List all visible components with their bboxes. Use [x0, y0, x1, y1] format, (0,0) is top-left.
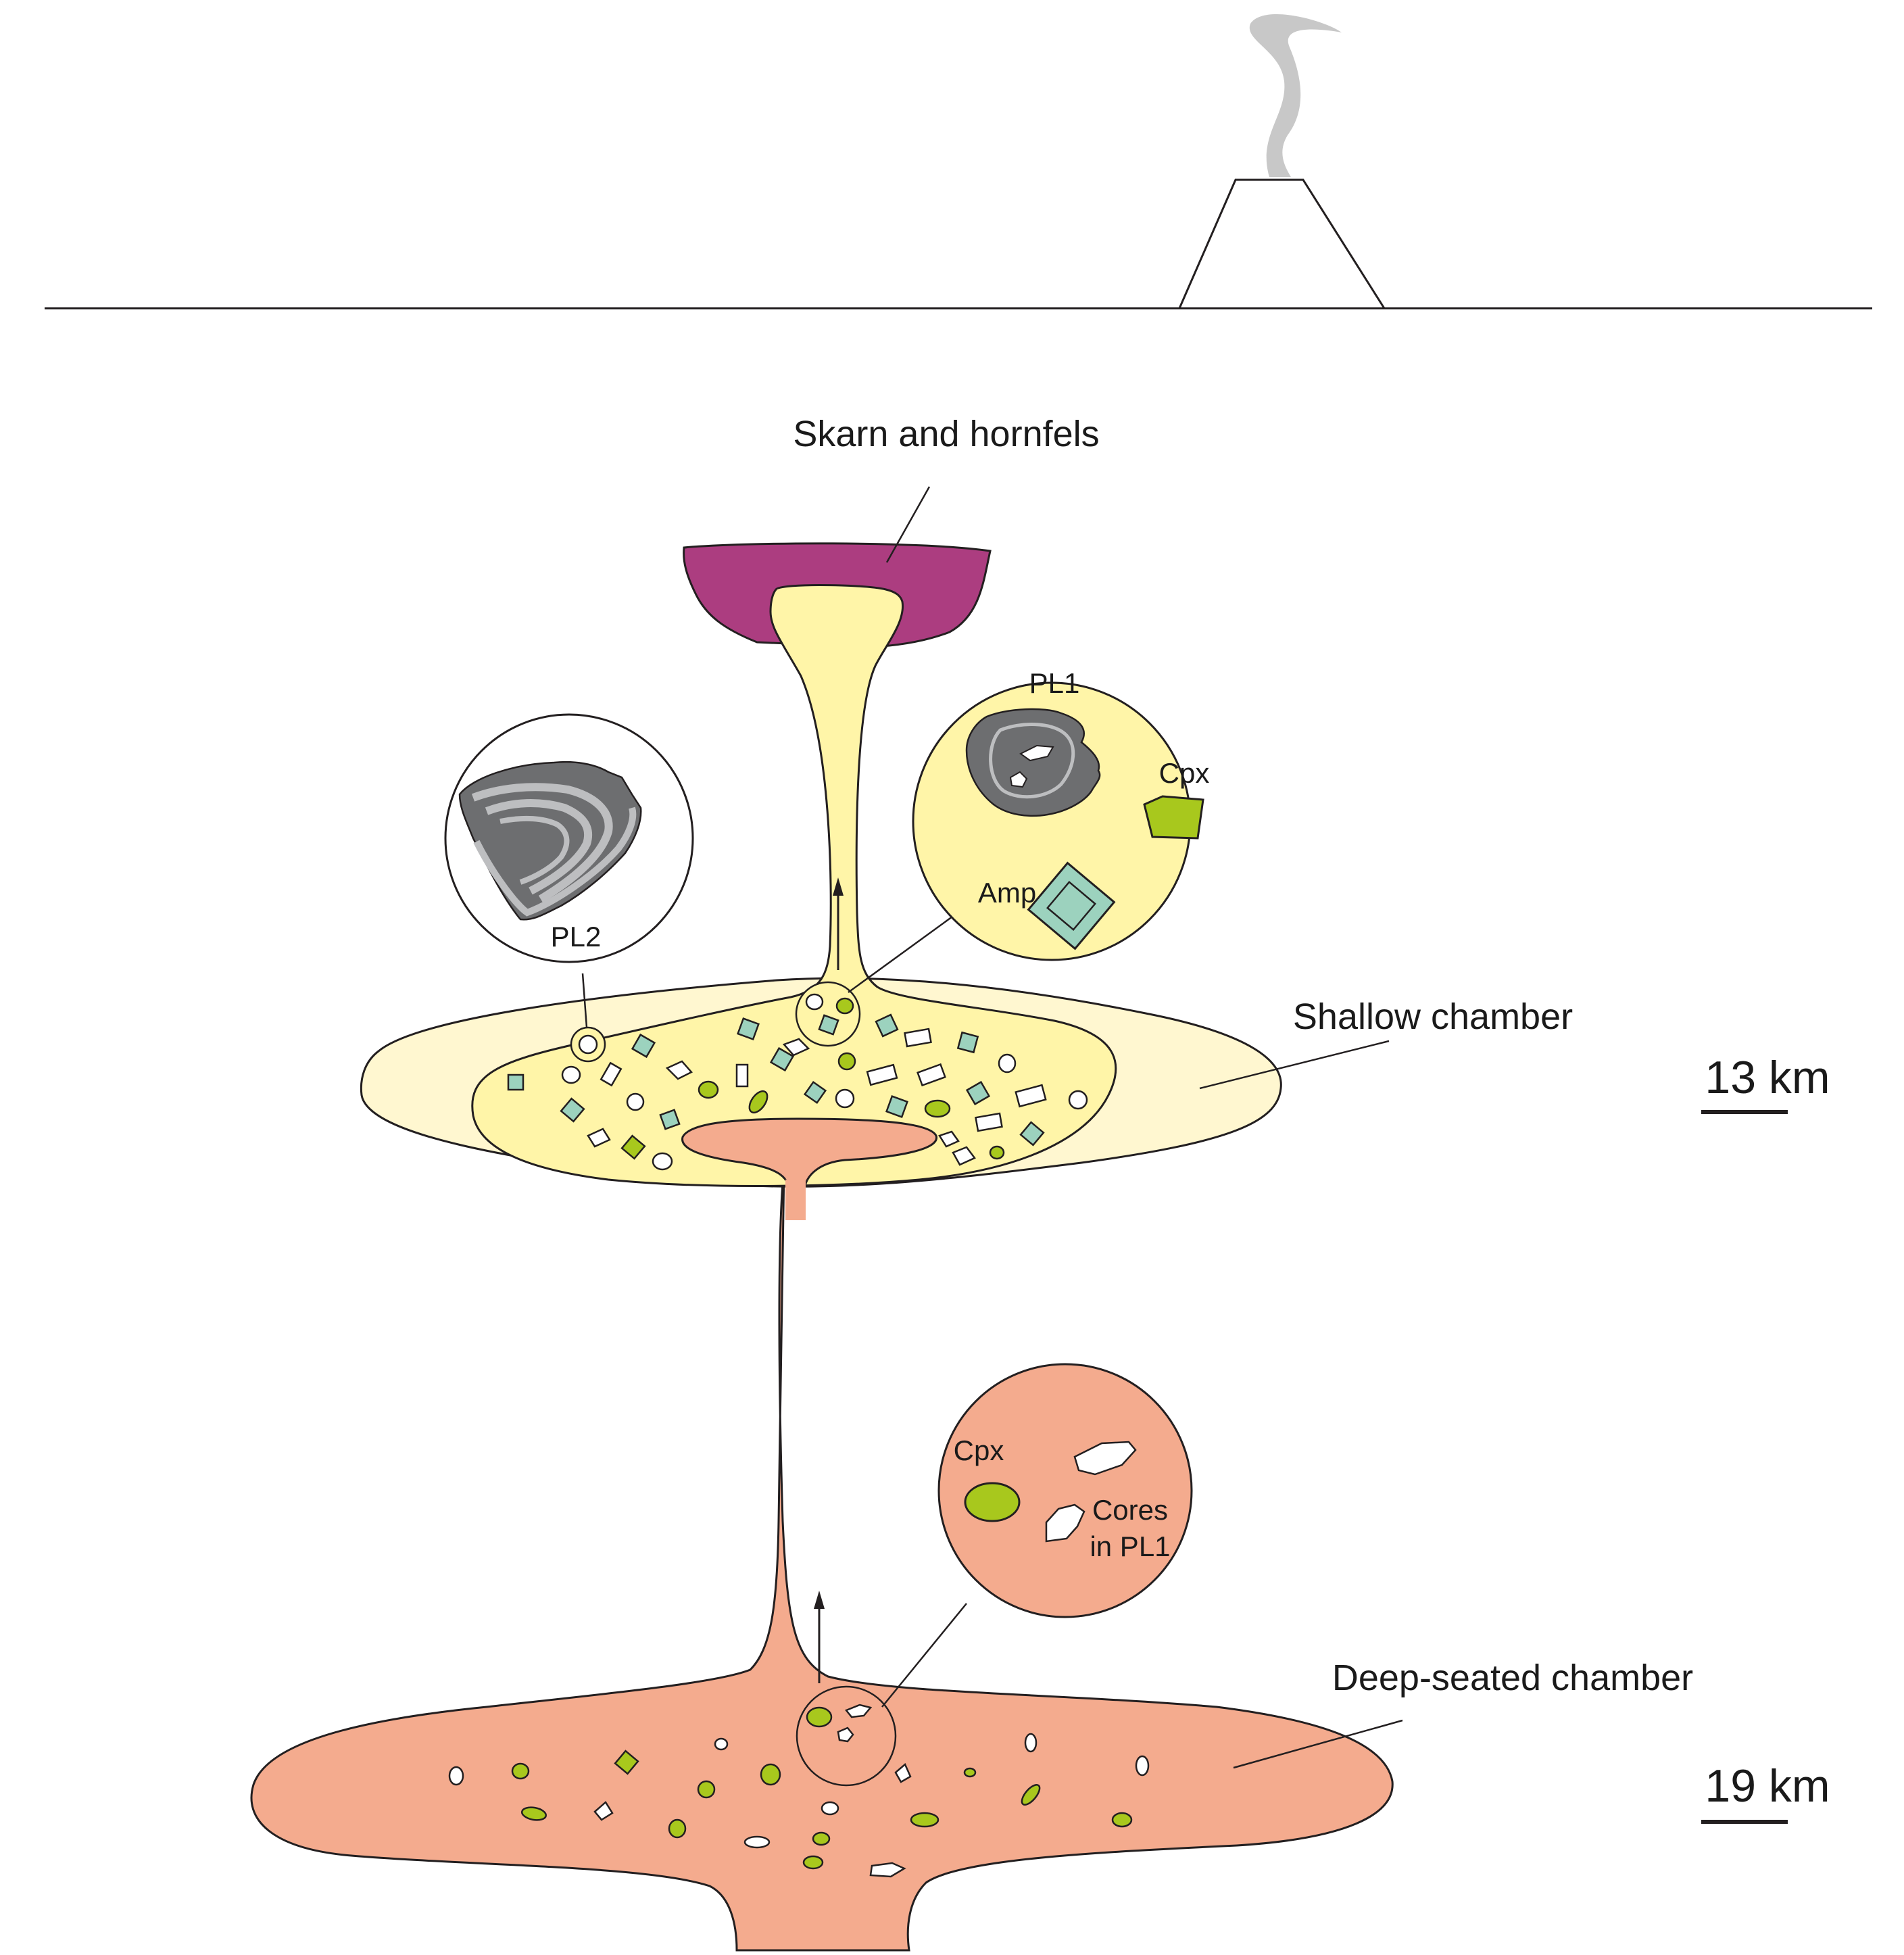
- ascent-arrow-lower: [814, 1591, 825, 1683]
- cpx-crystals-deep: [511, 1749, 1133, 1870]
- amp-crystal: [1027, 861, 1116, 950]
- depth-label-19km: 19 km: [1705, 1760, 1830, 1812]
- pl2-marker: [570, 1026, 606, 1063]
- conduit-seam: [785, 1180, 806, 1220]
- shallow-sample-marker: [795, 981, 861, 1047]
- plagioclase-crystals-deep: [448, 1733, 1150, 1878]
- deep-chamber-label: Deep-seated chamber: [1332, 1658, 1693, 1698]
- cpx-deep-crystal: [964, 1482, 1021, 1522]
- amp-label: Amp: [978, 877, 1036, 909]
- pl1-label: PL1: [1029, 667, 1080, 699]
- pl1-zoning: [989, 723, 1075, 799]
- cores-label-line1: Cores: [1092, 1494, 1168, 1526]
- depth-label-13km: 13 km: [1705, 1052, 1830, 1103]
- plagioclase-crystals-shallow: [561, 1028, 1088, 1171]
- skarn-hornfels-label: Skarn and hornfels: [793, 414, 1099, 454]
- amphibole-crystals-shallow: [507, 1013, 1045, 1147]
- cpx-shallow-label: Cpx: [1159, 757, 1210, 789]
- pl1-core-deep-2: [1045, 1503, 1085, 1543]
- shallow-chamber-inner: [471, 583, 1117, 1187]
- cores-label-line2: in PL1: [1090, 1530, 1170, 1562]
- pl2-rim: [473, 806, 637, 917]
- volcano-cone: [1178, 178, 1386, 309]
- depth-marker-13km: 13 km: [1701, 1052, 1830, 1114]
- amp-crystal-inner: [1046, 881, 1096, 931]
- pl1-core-1: [1019, 744, 1054, 762]
- ascent-arrow-upper: [833, 877, 844, 970]
- pl2-zoning-inner: [499, 815, 570, 885]
- pl2-inset: PL2: [444, 713, 694, 963]
- shallow-chamber-inset: PL1 Cpx Amp: [912, 667, 1210, 961]
- cpx-crystals-shallow: [620, 1052, 1005, 1160]
- deep-sample-marker: [796, 1685, 897, 1787]
- pl1-core-deep-1: [1073, 1441, 1137, 1476]
- shallow-chamber-label: Shallow chamber: [1293, 996, 1573, 1037]
- pl2-label: PL2: [551, 921, 602, 952]
- deep-seated-chamber: [250, 1167, 1394, 1952]
- leader-lines: [581, 486, 1403, 1769]
- cpx-shallow-crystal: [1143, 795, 1204, 840]
- deep-chamber-inset: Cpx Cores in PL1: [937, 1363, 1193, 1618]
- depth-marker-19km: 19 km: [1701, 1760, 1830, 1824]
- cpx-deep-label: Cpx: [954, 1434, 1004, 1466]
- pl2-zoning-outer: [471, 783, 613, 903]
- volcanic-plume: [1249, 14, 1342, 178]
- deep-magma-tongue: [681, 1117, 937, 1191]
- pl1-core-2: [1009, 771, 1028, 788]
